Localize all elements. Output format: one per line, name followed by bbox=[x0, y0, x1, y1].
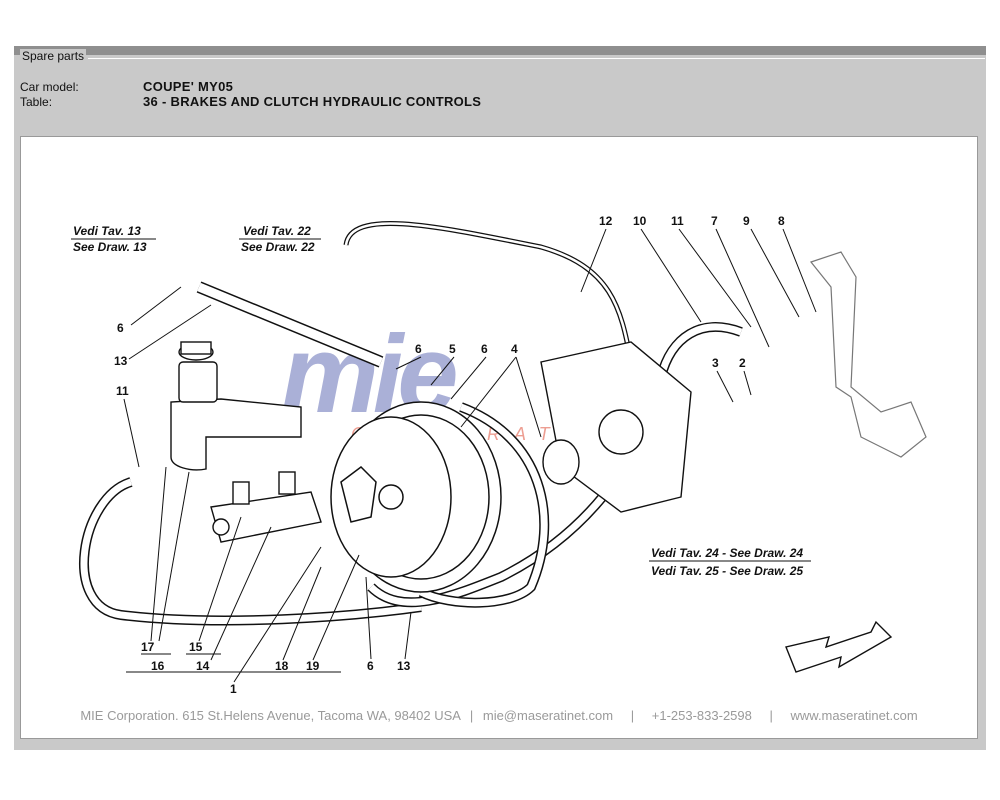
callout-9: 9 bbox=[743, 214, 750, 228]
title-strip bbox=[14, 46, 986, 55]
brake-booster bbox=[330, 401, 502, 593]
footer-phone: +1-253-833-2598 bbox=[651, 708, 752, 723]
ref-vedi-22: Vedi Tav. 22 bbox=[243, 224, 311, 238]
callout-13: 13 bbox=[397, 659, 411, 673]
table-value: 36 - BRAKES AND CLUTCH HYDRAULIC CONTROL… bbox=[143, 94, 482, 109]
footer-sep-3: | bbox=[769, 708, 773, 723]
ref-see-13: See Draw. 13 bbox=[73, 240, 147, 254]
callout-6: 6 bbox=[415, 342, 422, 356]
callout-7: 7 bbox=[711, 214, 718, 228]
ref-vedi-13: Vedi Tav. 13 bbox=[73, 224, 141, 238]
groupbox-legend: Spare parts bbox=[20, 49, 87, 63]
footer-sep-1: | bbox=[469, 708, 474, 723]
footer-sep-2: | bbox=[630, 708, 635, 723]
callout-2: 2 bbox=[739, 356, 746, 370]
parts-diagram: mie CORPORATION bbox=[20, 136, 978, 739]
contact-footer: MIE Corporation. 615 St.Helens Avenue, T… bbox=[21, 708, 977, 723]
groupbox-border bbox=[88, 58, 985, 59]
callout-10: 10 bbox=[633, 214, 647, 228]
callout-14: 14 bbox=[196, 659, 210, 673]
ref-vedi-25: Vedi Tav. 25 - See Draw. 25 bbox=[651, 564, 803, 578]
callout-3: 3 bbox=[712, 356, 719, 370]
callout-11: 11 bbox=[116, 384, 129, 398]
callout-6: 6 bbox=[117, 321, 124, 335]
footer-company: MIE Corporation. 615 St.Helens Avenue, T… bbox=[80, 708, 461, 723]
ref-vedi-24: Vedi Tav. 24 - See Draw. 24 bbox=[651, 546, 803, 560]
callout-12: 12 bbox=[599, 214, 613, 228]
callout-1: 1 bbox=[230, 682, 237, 696]
car-model-label: Car model: bbox=[20, 80, 79, 94]
footer-website-link[interactable]: www.maseratinet.com bbox=[790, 708, 918, 723]
callout-13: 13 bbox=[114, 354, 128, 368]
callout-8: 8 bbox=[778, 214, 785, 228]
pedal-assembly bbox=[540, 341, 692, 513]
callout-18: 18 bbox=[275, 659, 289, 673]
callout-4: 4 bbox=[511, 342, 518, 356]
footer-email-link[interactable]: mie@maseratinet.com bbox=[482, 708, 614, 723]
clutch-pedal bbox=[809, 251, 927, 458]
fluid-reservoir bbox=[170, 341, 302, 471]
callout-17: 17 bbox=[141, 640, 155, 654]
callout-6: 6 bbox=[367, 659, 374, 673]
ref-see-22: See Draw. 22 bbox=[241, 240, 315, 254]
callout-15: 15 bbox=[189, 640, 203, 654]
table-label: Table: bbox=[20, 95, 53, 109]
master-cylinder bbox=[210, 471, 322, 543]
callout-11: 11 bbox=[671, 214, 684, 228]
callout-16: 16 bbox=[151, 659, 165, 673]
diagram-svg: mie CORPORATION bbox=[71, 214, 927, 696]
callout-6: 6 bbox=[481, 342, 488, 356]
car-model-value: COUPE' MY05 bbox=[143, 79, 234, 94]
callout-19: 19 bbox=[306, 659, 320, 673]
callout-5: 5 bbox=[449, 342, 456, 356]
direction-arrow bbox=[785, 620, 893, 673]
